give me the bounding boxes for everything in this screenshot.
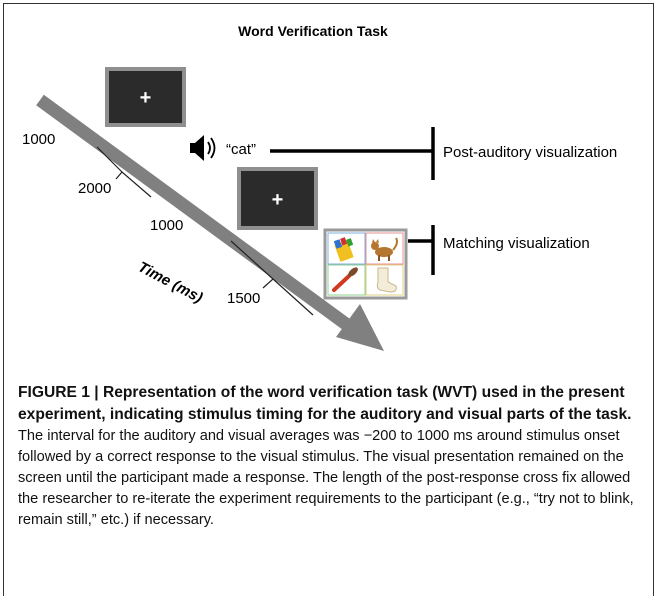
timeline-arrow bbox=[36, 94, 384, 351]
duration-label-1500: 1500 bbox=[227, 290, 260, 307]
cat-picture bbox=[371, 237, 398, 261]
caption-bold: FIGURE 1 | Representation of the word ve… bbox=[18, 384, 632, 423]
figure-frame bbox=[3, 3, 654, 596]
fixation-screen-first: + bbox=[105, 67, 186, 127]
brace-1500 bbox=[230, 240, 314, 316]
figure-caption: FIGURE 1 | Representation of the word ve… bbox=[18, 382, 638, 531]
matching-label: Matching visualization bbox=[443, 235, 590, 252]
fixation-screen-second: + bbox=[237, 167, 318, 230]
figure-diagram: Word Verification Task 1000 2000 1000 15… bbox=[22, 23, 617, 351]
fixation-cross: + bbox=[140, 87, 152, 109]
duration-label-2000: 2000 bbox=[78, 180, 111, 197]
time-axis-label: Time (ms) bbox=[135, 259, 205, 307]
brush-picture bbox=[332, 267, 358, 292]
figure-title: Word Verification Task bbox=[238, 23, 388, 39]
crayons-picture bbox=[333, 237, 354, 262]
sock-picture bbox=[376, 267, 397, 293]
duration-label-1000-second: 1000 bbox=[150, 217, 183, 234]
duration-label-1000-first: 1000 bbox=[22, 131, 55, 148]
picture-grid bbox=[323, 228, 408, 300]
spoken-word: “cat” bbox=[226, 141, 256, 158]
brace-2000 bbox=[96, 146, 152, 198]
speaker-icon bbox=[190, 135, 216, 161]
fixation-cross: + bbox=[272, 189, 284, 211]
post-auditory-label: Post-auditory visualization bbox=[443, 144, 617, 161]
caption-text: The interval for the auditory and visual… bbox=[18, 428, 634, 528]
